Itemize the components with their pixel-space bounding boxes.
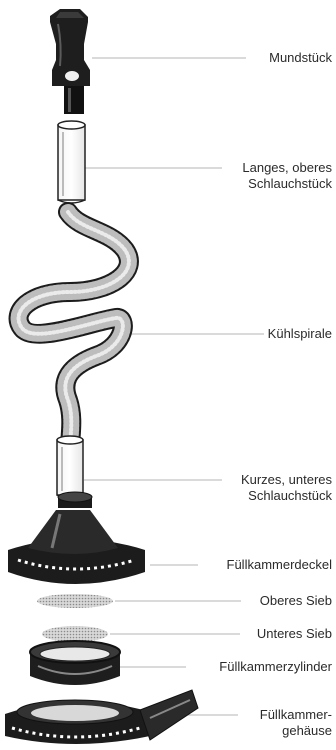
chamber-cylinder-illustration <box>30 641 120 685</box>
label-langes-schlauchstueck: Langes, oberes Schlauchstück <box>242 160 332 192</box>
label-unteres-sieb: Unteres Sieb <box>257 626 332 642</box>
short-tube-illustration <box>57 436 83 498</box>
leader-lines <box>84 58 264 715</box>
long-tube-illustration <box>58 121 85 203</box>
cooling-spiral-illustration <box>19 212 129 448</box>
label-kurzes-schlauchstueck: Kurzes, unteres Schlauchstück <box>241 472 332 504</box>
label-fuellkammerzylinder: Füllkammerzylinder <box>219 659 332 675</box>
label-oberes-sieb: Oberes Sieb <box>260 593 332 609</box>
chamber-housing-illustration <box>5 690 198 744</box>
label-mundstueck: Mundstück <box>269 50 332 66</box>
lower-sieve-illustration <box>42 626 108 642</box>
upper-sieve-illustration <box>37 594 113 608</box>
chamber-lid-illustration <box>8 492 145 584</box>
label-fuellkammergehaeuse: Füllkammer- gehäuse <box>260 707 332 739</box>
label-fuellkammerdeckel: Füllkammerdeckel <box>227 557 332 573</box>
label-kuehlspirale: Kühlspirale <box>268 326 332 342</box>
mouthpiece-illustration <box>50 9 90 114</box>
